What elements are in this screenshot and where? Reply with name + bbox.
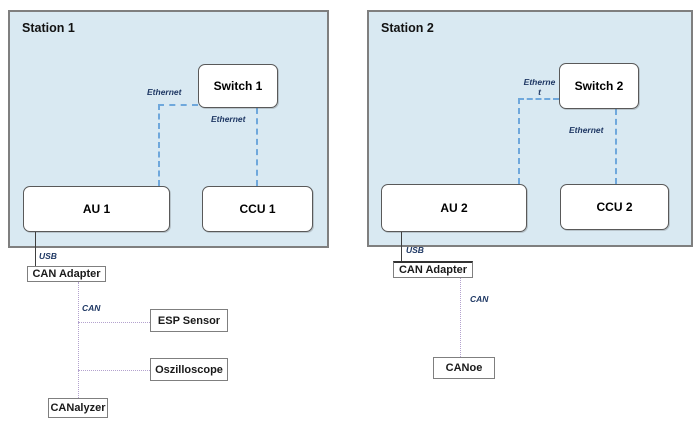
esp-sensor-box: ESP Sensor [150,309,228,332]
oszilloscope-label: Oszilloscope [155,363,223,376]
canalyzer-label: CANalyzer [50,402,106,414]
can-bus-1-vertical [78,282,79,398]
node-switch-2-label: Switch 2 [574,79,624,93]
ethernet-link-switch2-ccu2 [615,109,617,184]
node-au-2-label: AU 2 [440,201,468,215]
can-label-station2: CAN [470,294,489,304]
ethernet-link-au2-switch2-horizontal [518,98,559,100]
node-switch-1: Switch 1 [198,64,278,108]
ethernet-link-au1-switch1-vertical [158,104,160,186]
canoe-box: CANoe [433,357,495,379]
oszilloscope-box: Oszilloscope [150,358,228,381]
usb-label-station1: USB [39,251,57,261]
node-au-2: AU 2 [381,184,527,232]
canoe-label: CANoe [445,362,483,374]
can-adapter-2-box: CAN Adapter [393,261,473,278]
ethernet-label-au2: Etherne t [521,77,558,97]
usb-link-au1-canadapter1 [35,232,36,266]
esp-sensor-label: ESP Sensor [157,314,221,327]
ethernet-label-au2-line2: t [538,87,541,97]
can-adapter-2-label: CAN Adapter [398,264,468,276]
can-adapter-1-box: CAN Adapter [27,266,106,282]
node-switch-2: Switch 2 [559,63,639,109]
station-1-title: Station 1 [22,21,75,35]
ethernet-link-au1-switch1-horizontal [158,104,198,106]
node-au-1: AU 1 [23,186,170,232]
ethernet-link-switch1-ccu1 [256,108,258,186]
ethernet-label-au1: Ethernet [147,87,182,97]
ethernet-link-au2-switch2-vertical [518,98,520,184]
usb-label-station2: USB [406,245,424,255]
usb-link-au2-canadapter2 [401,232,402,261]
node-ccu-1-label: CCU 1 [239,202,276,216]
can-adapter-1-label: CAN Adapter [32,268,101,280]
node-au-1-label: AU 1 [82,202,111,216]
node-ccu-2-label: CCU 2 [596,200,633,214]
node-switch-1-label: Switch 1 [213,79,263,93]
can-link-canadapter2-canoe [460,278,461,357]
canalyzer-box: CANalyzer [48,398,108,418]
can-label-station1: CAN [82,303,101,313]
ethernet-label-au2-line1: Etherne [523,77,556,87]
can-branch-oszilloscope [78,370,150,371]
station-2-title: Station 2 [381,21,434,35]
ethernet-label-ccu2: Ethernet [569,125,604,135]
node-ccu-2: CCU 2 [560,184,669,230]
ethernet-label-ccu1: Ethernet [211,114,246,124]
can-branch-esp-sensor [78,322,150,323]
node-ccu-1: CCU 1 [202,186,313,232]
